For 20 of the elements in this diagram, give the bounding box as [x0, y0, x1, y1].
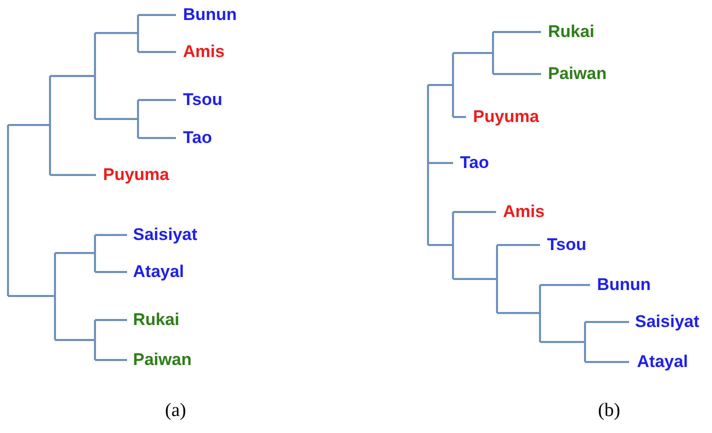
taxon-label: Paiwan [133, 350, 192, 370]
taxon-label: Bunun [183, 5, 237, 25]
taxon-label: Atayal [133, 262, 184, 282]
taxon-label: Rukai [548, 22, 594, 42]
panel-label: (b) [598, 400, 620, 422]
taxon-label: Paiwan [548, 64, 607, 84]
taxon-label: Tsou [547, 235, 586, 255]
taxon-label: Bunun [597, 275, 651, 295]
panel-label: (a) [165, 400, 186, 422]
taxon-label: Amis [503, 202, 545, 222]
taxon-label: Atayal [637, 352, 688, 372]
taxon-label: Saisiyat [133, 225, 198, 245]
taxon-label: Puyuma [103, 165, 170, 185]
taxon-label: Tao [460, 153, 489, 173]
taxon-label: Rukai [133, 310, 180, 330]
taxon-label: Amis [183, 42, 225, 62]
taxon-label: Saisiyat [635, 312, 700, 332]
taxon-label: Puyuma [473, 107, 540, 127]
taxon-label: Tsou [183, 90, 222, 110]
taxon-label: Tao [183, 128, 212, 148]
